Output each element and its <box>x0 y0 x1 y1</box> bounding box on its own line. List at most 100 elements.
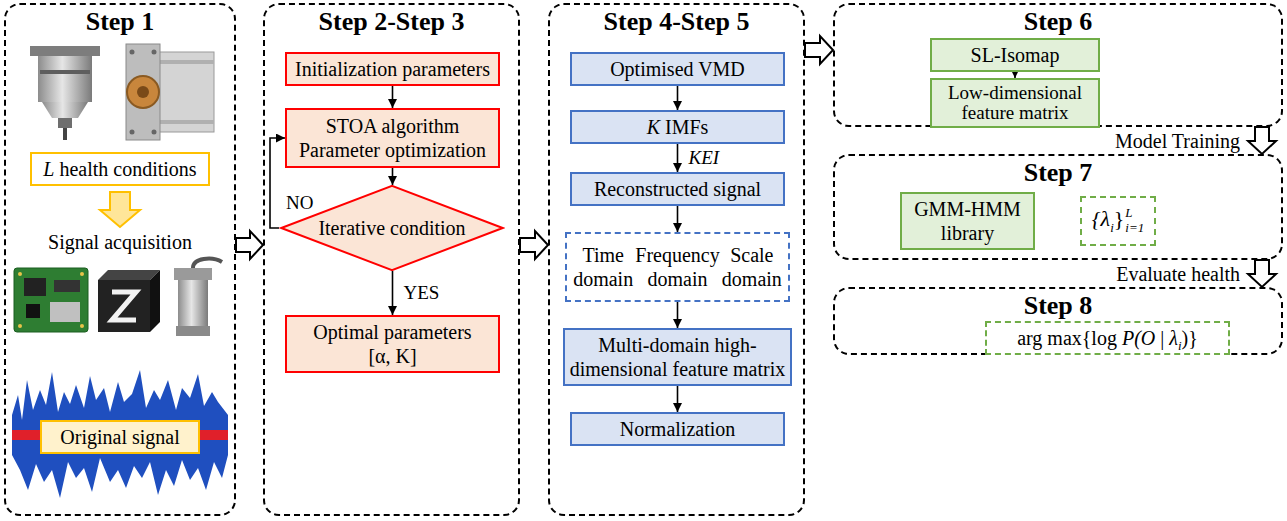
process-box: STOA algorithm Parameter optimization <box>285 108 500 168</box>
sensor-connector <box>174 268 212 280</box>
box-content: Optimised VMD <box>610 57 745 81</box>
pin <box>80 272 84 276</box>
box-content: Initialization parameters <box>295 57 490 81</box>
box-content: GMM-HMM library <box>906 197 1029 245</box>
box-text: K <box>647 116 660 138</box>
tool-holder <box>58 118 72 128</box>
formula-superscript: L <box>1125 206 1144 221</box>
step-heading: Step 1 <box>6 8 234 36</box>
box-text: Initialization parameters <box>295 57 490 81</box>
block-arrow <box>236 231 263 259</box>
process-box: Initialization parameters <box>285 52 500 86</box>
spindle-body <box>38 56 92 102</box>
flow-arrow <box>677 86 679 110</box>
step-heading: Step 2-Step 3 <box>265 8 518 36</box>
annotation-label: Signal acquisition <box>46 231 194 253</box>
box-content: arg max{logP(O|λi)} <box>1017 326 1198 350</box>
domain-text: Scale domain <box>722 243 782 291</box>
box-content: Reconstructed signal <box>594 177 761 201</box>
box-content: Multi-domain high-dimensional feature ma… <box>569 333 786 381</box>
box-text: health conditions <box>59 158 196 180</box>
flow-arrow <box>392 271 394 315</box>
step-panel: Step 8 arg max{logP(O|λi)} <box>833 287 1283 355</box>
step-heading: Step 6 <box>835 8 1281 36</box>
sensor-hex <box>176 326 210 336</box>
step-heading: Step 8 <box>835 292 1281 320</box>
edge-label: KEI <box>687 148 722 169</box>
motor-shaft <box>137 86 149 98</box>
pin <box>18 324 22 328</box>
box-content: KIMFs <box>647 115 709 139</box>
chip <box>26 304 40 318</box>
pin <box>80 324 84 328</box>
formula-subscript: i <box>1110 220 1114 235</box>
box-text: Optimised VMD <box>610 57 745 81</box>
motor-front-plate <box>126 44 160 140</box>
spindle-taper <box>42 102 88 118</box>
decision-diamond: Iterative condition <box>279 185 505 271</box>
bolt <box>130 130 135 135</box>
flow-arrow <box>677 144 679 172</box>
box-content: Low-dimensional feature matrix <box>936 83 1094 123</box>
bolt <box>130 50 135 55</box>
motor-rotor <box>127 76 159 108</box>
diamond-shape <box>281 186 502 270</box>
block-arrow <box>805 36 833 64</box>
box-text: Normalization <box>620 417 736 441</box>
spindle-illustration <box>30 46 100 140</box>
block-arrow <box>1248 127 1276 154</box>
process-box: Reconstructed signal <box>570 172 785 206</box>
box-text: L <box>43 158 54 180</box>
signal-waveform <box>12 370 228 498</box>
tool-bit <box>63 128 67 140</box>
formula-text: λ <box>1169 327 1178 349</box>
process-box: Optimised VMD <box>570 52 785 86</box>
box-content: Time domainFrequency domainScale domain <box>571 243 784 291</box>
edge-label: Model Training <box>1113 130 1242 152</box>
box-text: Optimal parameters <box>313 320 471 344</box>
box-text: Multi-domain high-dimensional feature ma… <box>569 333 786 381</box>
box-content: {λi}Li=1 <box>1092 206 1144 236</box>
box-content: Optimal parameters[α, K] <box>313 320 471 368</box>
sensor-body <box>178 280 208 326</box>
box-text: Reconstructed signal <box>594 177 761 201</box>
formula-text: } <box>1114 206 1125 231</box>
chip <box>54 280 80 292</box>
motor-illustration <box>126 44 214 140</box>
process-box: Normalization <box>570 412 785 446</box>
sensor-cable <box>193 259 222 268</box>
box-content: Original signal <box>60 425 179 449</box>
pin <box>18 272 22 276</box>
box-content: STOA algorithm Parameter optimization <box>291 114 494 162</box>
box-content: Normalization <box>620 417 736 441</box>
edge-label: YES <box>402 283 442 304</box>
formula-text: )} <box>1182 327 1198 349</box>
step-panel: Step 4-Step 5 Optimised VMD KIMFsReconstru… <box>548 3 805 516</box>
process-box: GMM-HMM library <box>900 192 1035 250</box>
formula-text: {λ <box>1092 206 1110 231</box>
signal-box: Original signal <box>40 420 200 454</box>
cube-top <box>98 270 160 280</box>
step-heading: Step 4-Step 5 <box>550 8 803 36</box>
box-text: SL-Isomap <box>971 43 1060 67</box>
formula-text: {log <box>1082 327 1117 349</box>
acquisition-arrow <box>100 192 140 227</box>
block-arrow <box>1248 260 1276 287</box>
condition-box: Lhealth conditions <box>30 152 210 186</box>
step-panel: Step 1 Lhealth conditionsOriginal signal <box>4 3 236 516</box>
bolt <box>152 130 157 135</box>
flow-arrow <box>677 386 679 412</box>
flow-arrow <box>270 138 285 228</box>
edge-label: NO <box>284 193 315 214</box>
result-box: arg max{logP(O|λi)} <box>985 321 1230 355</box>
spindle-flange <box>30 46 100 56</box>
cube-side <box>150 270 160 332</box>
result-box: {λi}Li=1 <box>1080 196 1156 246</box>
edge-label: Evaluate health <box>1114 263 1242 285</box>
flow-arrow <box>392 86 394 108</box>
flow-arrow <box>677 206 679 232</box>
process-box: KIMFs <box>570 110 785 144</box>
step-panel: Step 6 SL-IsomapLow-dimensional feature m… <box>833 3 1283 127</box>
step-heading: Step 7 <box>835 159 1281 187</box>
